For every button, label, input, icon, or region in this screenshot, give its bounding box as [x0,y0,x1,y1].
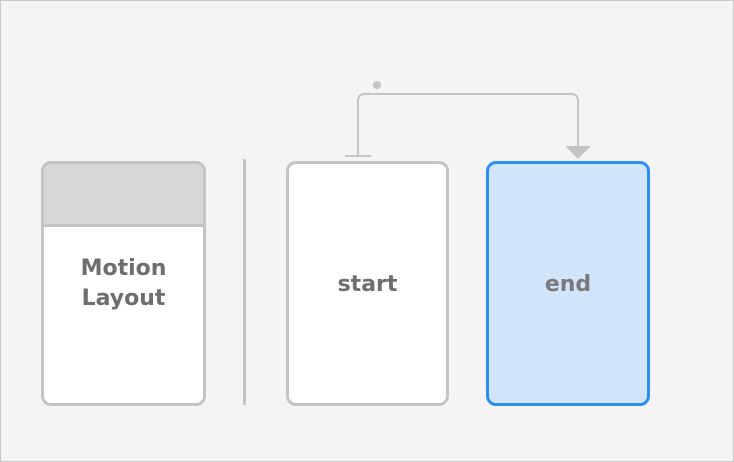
motion-layout-header [44,164,203,227]
end-label: end [544,272,592,297]
start-card: start [286,161,449,406]
motion-layout-card: Motion Layout [41,161,206,406]
connector-dot [373,81,381,89]
vertical-divider [243,159,246,405]
motion-layout-label: Motion Layout [80,256,167,311]
end-card: end [486,161,650,406]
connector-path [357,93,579,156]
arrow-head-icon [565,146,591,159]
start-label: start [337,272,398,297]
